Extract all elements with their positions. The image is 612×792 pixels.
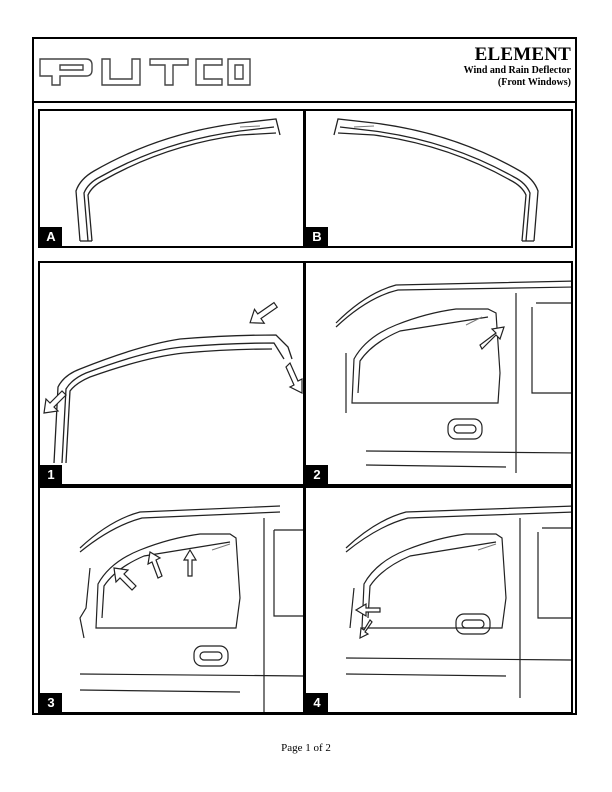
panel-step-2: 2 <box>304 261 573 486</box>
panel-label: A <box>40 227 62 246</box>
panel-label: 2 <box>306 465 328 484</box>
arrow-icon <box>479 326 505 351</box>
panel-step-4: 4 <box>304 486 573 714</box>
panel-a: A <box>38 109 305 248</box>
panel-step-1: 1 <box>38 261 305 486</box>
page-number: Page 1 of 2 <box>281 742 331 754</box>
instruction-sheet: ELEMENT Wind and Rain Deflector (Front W… <box>32 37 577 715</box>
panel-label: 1 <box>40 465 62 484</box>
arrow-icon <box>354 602 381 640</box>
panel-b: B <box>304 109 573 248</box>
product-title: ELEMENT <box>474 44 571 65</box>
product-position: (Front Windows) <box>497 77 571 88</box>
panel-label: B <box>306 227 328 246</box>
panel-label: 4 <box>306 693 328 712</box>
product-title-block: ELEMENT Wind and Rain Deflector (Front W… <box>464 45 571 89</box>
arrow-icon <box>43 301 303 414</box>
door-install-step-3-illustration <box>79 505 303 712</box>
putco-logo <box>39 58 251 86</box>
header: ELEMENT Wind and Rain Deflector (Front W… <box>34 39 575 103</box>
panel-step-3: 3 <box>38 486 305 714</box>
deflector-left-illustration <box>75 118 281 242</box>
deflector-tape-removal-illustration <box>43 301 303 464</box>
product-subtitle: Wind and Rain Deflector <box>463 65 571 76</box>
door-install-step-4-illustration <box>345 505 571 698</box>
arrow-icon <box>113 548 198 591</box>
panel-label: 3 <box>40 693 62 712</box>
door-install-step-2-illustration <box>335 280 571 473</box>
deflector-right-illustration <box>333 118 539 242</box>
